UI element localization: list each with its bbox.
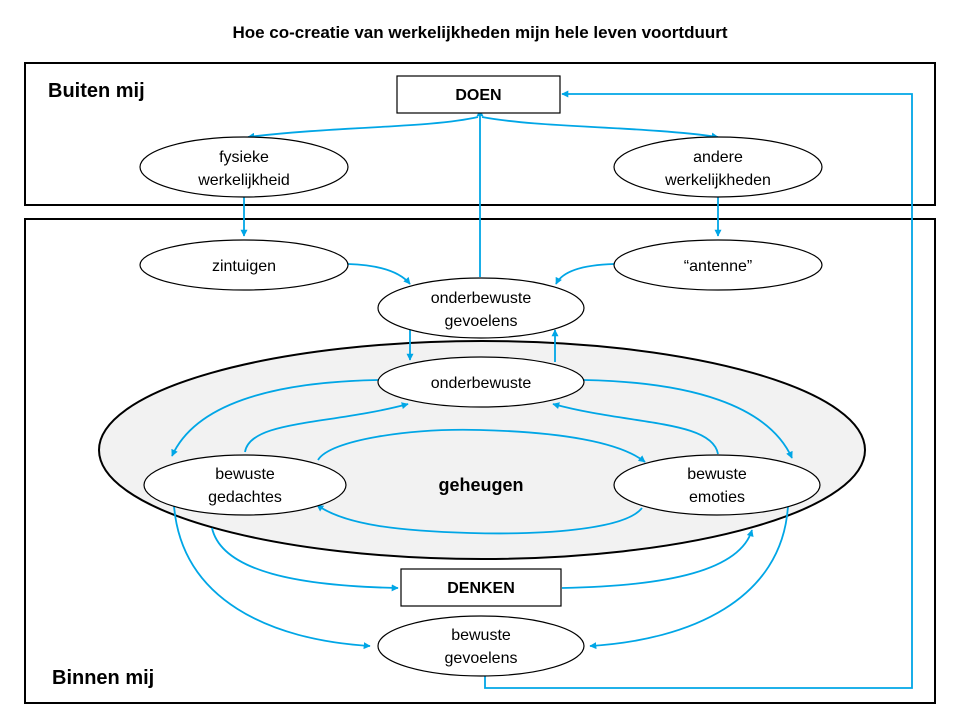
node-bewuste-gedachtes — [143, 454, 347, 516]
arrow-onderbewuste-to-gedachtes — [171, 379, 379, 457]
arrow-bew-gevoelens-to-doen — [484, 90, 913, 689]
node-antenne-label: “antenne” — [684, 258, 753, 275]
arrow-gedachtes-to-bew-gevoelens — [173, 505, 371, 650]
node-bewuste-gevoelens — [377, 615, 585, 677]
arrow-gedachtes-to-emoties — [317, 428, 646, 463]
denken-label: DENKEN — [447, 580, 515, 597]
node-bew-ged-line2: gedachtes — [208, 489, 282, 506]
arrow-emoties-to-onderbewuste — [552, 402, 719, 455]
node-onderbewuste-label: onderbewuste — [431, 375, 532, 392]
arrow-emoties-to-gedachtes — [316, 504, 643, 535]
arrow-denken-to-emoties — [561, 529, 754, 589]
node-zintuigen-label: zintuigen — [212, 258, 276, 275]
node-bew-gev-line1: bewuste — [451, 627, 511, 644]
node-onderbewuste-gevoelens — [377, 277, 585, 339]
node-andere-line1: andere — [693, 149, 743, 166]
node-fysieke-werkelijkheid — [139, 136, 349, 198]
node-ond-gev-line1: onderbewuste — [431, 290, 532, 307]
node-bew-ged-line1: bewuste — [215, 466, 275, 483]
region-inside-label: Binnen mij — [52, 667, 154, 689]
node-geheugen-label: geheugen — [438, 475, 523, 495]
node-onderbewuste — [377, 356, 585, 408]
node-andere-werkelijkheden — [613, 136, 823, 198]
region-outside-label: Buiten mij — [48, 80, 145, 102]
arrow-zintuigen-to-gevoelens — [347, 263, 411, 285]
node-antenne — [613, 239, 823, 291]
arrow-emoties-to-bew-gevoelens — [589, 505, 789, 650]
arrow-antenne-to-gevoelens — [555, 263, 615, 285]
denken-box — [400, 568, 562, 607]
arrow-doen-to-fysieke — [247, 116, 479, 140]
doen-label: DOEN — [455, 87, 501, 104]
node-bewuste-emoties — [613, 454, 821, 516]
arrow-gedachtes-to-onderbewuste — [244, 402, 409, 453]
node-fysieke-line1: fysieke — [219, 149, 269, 166]
node-ond-gev-line2: gevoelens — [445, 313, 518, 330]
arrow-gedachtes-to-denken — [211, 527, 399, 592]
doen-box — [396, 75, 561, 114]
node-bew-emo-line1: bewuste — [687, 466, 747, 483]
node-bew-gev-line2: gevoelens — [445, 650, 518, 667]
node-zintuigen — [139, 239, 349, 291]
arrow-onderbewuste-to-emoties — [583, 379, 793, 459]
node-andere-line2: werkelijkheden — [664, 172, 771, 189]
arrow-doen-to-andere — [481, 116, 719, 140]
diagram-title: Hoe co-creatie van werkelijkheden mijn h… — [232, 23, 727, 42]
node-bew-emo-line2: emoties — [689, 489, 745, 506]
node-fysieke-line2: werkelijkheid — [197, 172, 290, 189]
